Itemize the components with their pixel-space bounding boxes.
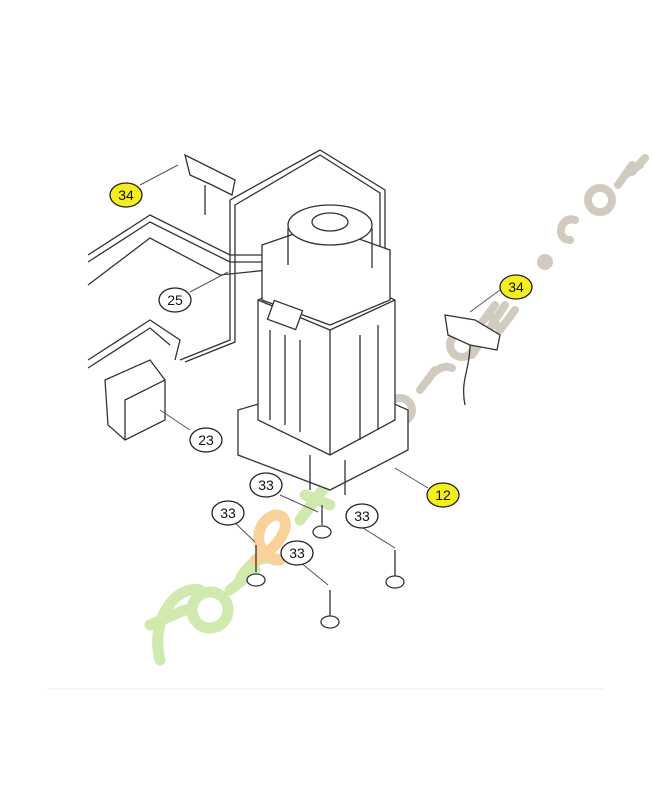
callout-label: 34 [118, 187, 134, 203]
callout-bubble [499, 274, 533, 300]
callout-label: 33 [289, 545, 305, 561]
callout-bubble [189, 427, 223, 453]
callout-34: 34 [109, 182, 143, 208]
screw-1 [312, 505, 332, 539]
callout-label: 23 [198, 432, 214, 448]
callout-bubble [211, 500, 245, 526]
callout-bubble [426, 482, 460, 508]
motor-assembly [237, 204, 409, 495]
callout-23: 23 [189, 427, 223, 453]
callout-33: 33 [345, 503, 379, 529]
brush-holder-top [184, 153, 236, 215]
callout-label: 33 [354, 508, 370, 524]
callout-label: 12 [435, 487, 451, 503]
callout-label: 25 [167, 292, 183, 308]
callout-label: 33 [220, 505, 236, 521]
callout-bubble [158, 287, 192, 313]
callout-33: 33 [280, 540, 314, 566]
leader-lines [139, 164, 501, 586]
callout-34: 34 [499, 274, 533, 300]
callout-bubble [249, 472, 283, 498]
callout-25: 25 [158, 287, 192, 313]
callout-label: 33 [258, 477, 274, 493]
callout-bubble [109, 182, 143, 208]
callout-bubble [280, 540, 314, 566]
callout-bubble [345, 503, 379, 529]
callout-12: 12 [426, 482, 460, 508]
brush-holder-right [444, 314, 501, 406]
micro-switch [104, 359, 166, 441]
callout-33: 33 [211, 500, 245, 526]
screw-2 [246, 545, 266, 587]
screw-4 [320, 590, 340, 629]
callout-label: 34 [508, 279, 524, 295]
wiring-harness [87, 149, 386, 369]
callout-33: 33 [249, 472, 283, 498]
screw-3 [385, 550, 405, 589]
